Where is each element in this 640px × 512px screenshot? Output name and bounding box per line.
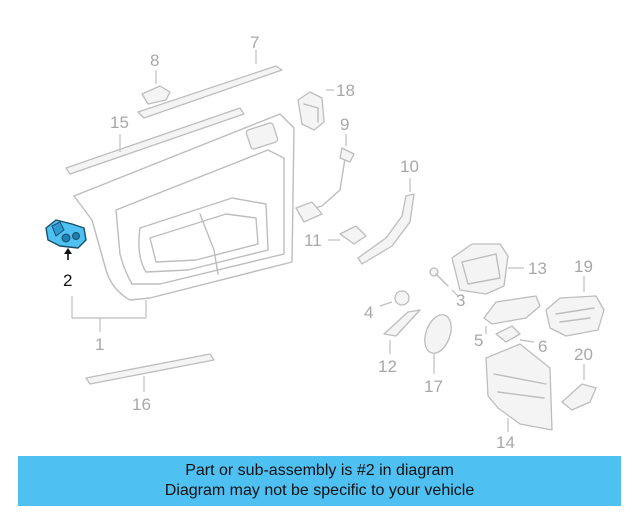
callout-7: 7	[250, 33, 259, 52]
part-2-switch	[45, 219, 87, 260]
callout-5: 5	[474, 331, 483, 350]
callout-14: 14	[496, 433, 515, 452]
part-19-lock-assembly	[545, 276, 605, 337]
part-7-trim-strip	[137, 50, 283, 119]
callout-20: 20	[574, 345, 593, 364]
callout-10: 10	[400, 157, 419, 176]
part-9-rod	[295, 134, 355, 223]
info-banner: Part or sub-assembly is #2 in diagram Di…	[18, 456, 621, 506]
callout-16: 16	[132, 395, 151, 414]
callout-3: 3	[456, 291, 465, 310]
part-1-door-panel	[71, 113, 295, 332]
banner-line-part-number: Part or sub-assembly is #2 in diagram	[185, 462, 454, 479]
part-12-reflector	[383, 309, 421, 354]
part-3-screw	[429, 267, 459, 297]
part-5-grip-trim	[483, 295, 541, 334]
part-10-handle-trim	[357, 178, 415, 265]
callout-8: 8	[150, 51, 159, 70]
callout-13: 13	[528, 259, 547, 278]
part-17-speaker-grille	[424, 314, 452, 374]
callout-12: 12	[378, 357, 397, 376]
callout-1: 1	[95, 335, 104, 354]
callout-2: 2	[63, 271, 72, 290]
callout-19: 19	[574, 257, 593, 276]
callout-11: 11	[304, 231, 322, 250]
part-4-clip	[379, 290, 410, 307]
callout-18: 18	[336, 81, 355, 100]
part-15-window-sweep	[65, 107, 245, 175]
callout-17: 17	[424, 377, 443, 396]
part-13-armrest	[451, 243, 524, 295]
callout-4: 4	[364, 303, 373, 322]
part-8-bracket	[141, 70, 171, 105]
banner-line-disclaimer: Diagram may not be specific to your vehi…	[164, 482, 475, 499]
callout-15: 15	[110, 113, 129, 132]
part-11-bracket	[328, 225, 367, 245]
part-6-cap	[495, 325, 535, 343]
part-20-pad	[561, 364, 597, 411]
callout-6: 6	[538, 337, 547, 356]
callout-9: 9	[340, 115, 349, 134]
part-14-map-pocket	[485, 343, 553, 432]
part-16-lower-strip	[85, 353, 215, 392]
part-18-latch	[297, 89, 334, 131]
parts-diagram: 7 8 18 15 9 10 11 2 13 19 3 4 5 6 1 20 1…	[45, 33, 605, 452]
